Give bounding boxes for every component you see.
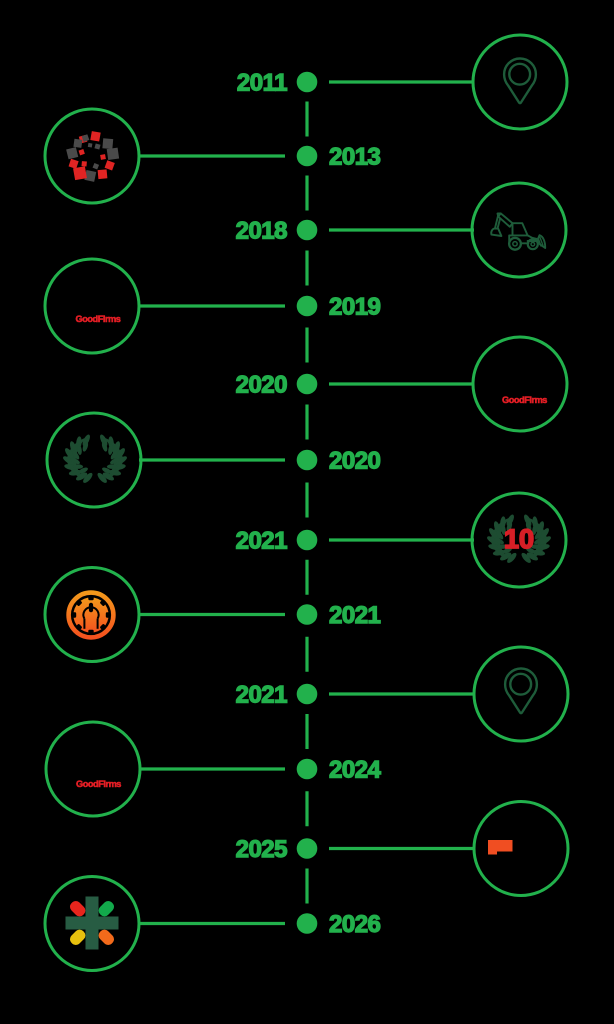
svg-text:2024: 2024 — [329, 757, 382, 784]
svg-text:2025: 2025 — [236, 836, 288, 863]
svg-text:2021: 2021 — [236, 528, 288, 555]
svg-text:GoodFirms: GoodFirms — [76, 779, 121, 789]
svg-text:10: 10 — [504, 524, 534, 554]
svg-text:2020: 2020 — [236, 372, 288, 399]
svg-text:GoodFirms: GoodFirms — [76, 314, 121, 324]
svg-text:2019: 2019 — [329, 294, 381, 321]
svg-text:2021: 2021 — [236, 682, 288, 709]
svg-text:2021: 2021 — [329, 602, 381, 629]
svg-text:2020: 2020 — [329, 448, 381, 475]
svg-text:2018: 2018 — [236, 218, 288, 245]
svg-text:2013: 2013 — [329, 144, 381, 171]
svg-text:GoodFirms: GoodFirms — [502, 395, 547, 405]
svg-text:2011: 2011 — [237, 70, 287, 97]
svg-text:2026: 2026 — [329, 911, 381, 938]
